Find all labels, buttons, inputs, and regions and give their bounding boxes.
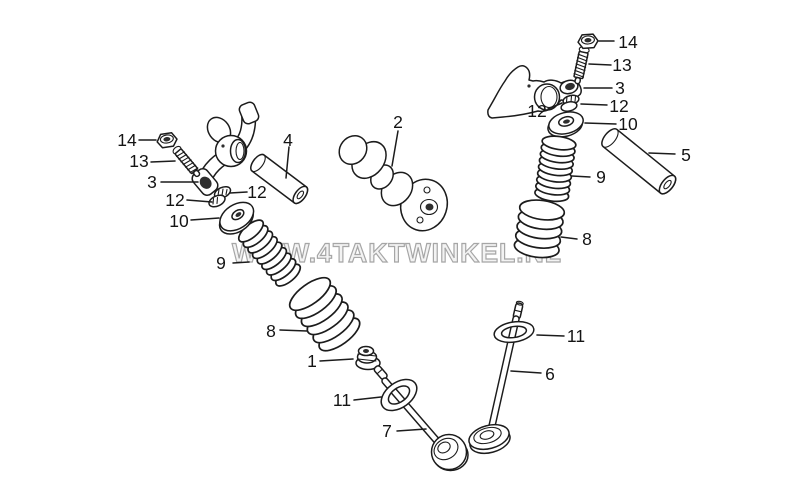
- callout-left-spring-seat: 11: [333, 390, 351, 410]
- left-outer-valve-spring: [288, 276, 361, 352]
- callout-left-valve: 7: [382, 421, 392, 441]
- leader-lines: [138, 40, 676, 432]
- right-spring-retainer: [547, 111, 584, 138]
- right-inner-valve-spring: [534, 135, 577, 203]
- callout-valve-seal: 1: [307, 351, 317, 371]
- left-rocker-arm: [191, 101, 260, 197]
- callout-left-rocker: 3: [147, 172, 157, 192]
- callout-left-retainer: 10: [169, 211, 189, 231]
- left-valve-keepers: [208, 185, 232, 208]
- callout-left-screw: 13: [129, 151, 148, 171]
- callout-left-keeper-left: 12: [165, 190, 184, 210]
- right-valve: [468, 300, 524, 455]
- left-rocker-shaft-pin: [250, 153, 309, 205]
- callout-labels: 14 13 3 4 12 12 10 2 14 13 3 12 12 10 5 …: [117, 32, 691, 441]
- right-rocker-shaft-pin: [601, 128, 677, 195]
- callout-right-spring-seat: 11: [567, 326, 585, 346]
- right-valve-spring-seat: [493, 320, 535, 344]
- camshaft-drawing: [338, 134, 449, 232]
- valve-stem-seal: [355, 345, 381, 371]
- callout-right-outer-spring: 8: [582, 229, 592, 249]
- callout-right-keeper-right: 12: [609, 96, 628, 116]
- left-inner-valve-spring: [237, 219, 302, 287]
- right-outer-valve-spring: [513, 199, 566, 259]
- callout-left-shaft: 4: [283, 130, 293, 150]
- left-spring-retainer: [218, 201, 255, 235]
- left-adjusting-screw: [172, 145, 201, 178]
- right-adjusting-nut: [577, 33, 599, 50]
- left-valve: [373, 365, 469, 472]
- callout-left-keeper-right: 12: [247, 182, 266, 202]
- callout-left-nut: 14: [117, 130, 137, 150]
- callout-right-valve: 6: [545, 364, 555, 384]
- callout-right-retainer: 10: [618, 114, 638, 134]
- left-valve-spring-seat: [380, 378, 418, 412]
- callout-right-inner-spring: 9: [596, 167, 606, 187]
- callout-camshaft: 2: [393, 112, 403, 132]
- callout-right-keeper-left: 12: [527, 101, 546, 121]
- right-rocker-arm: [487, 64, 582, 119]
- callout-left-inner-spring: 9: [216, 253, 226, 273]
- callout-left-outer-spring: 8: [266, 321, 276, 341]
- left-adjusting-nut: [156, 132, 178, 149]
- right-valve-keepers: [560, 94, 580, 112]
- callout-right-nut: 14: [618, 32, 638, 52]
- callout-right-screw: 13: [612, 55, 631, 75]
- callout-right-rocker: 3: [615, 78, 625, 98]
- callout-right-shaft: 5: [681, 145, 691, 165]
- right-adjusting-screw: [573, 46, 590, 85]
